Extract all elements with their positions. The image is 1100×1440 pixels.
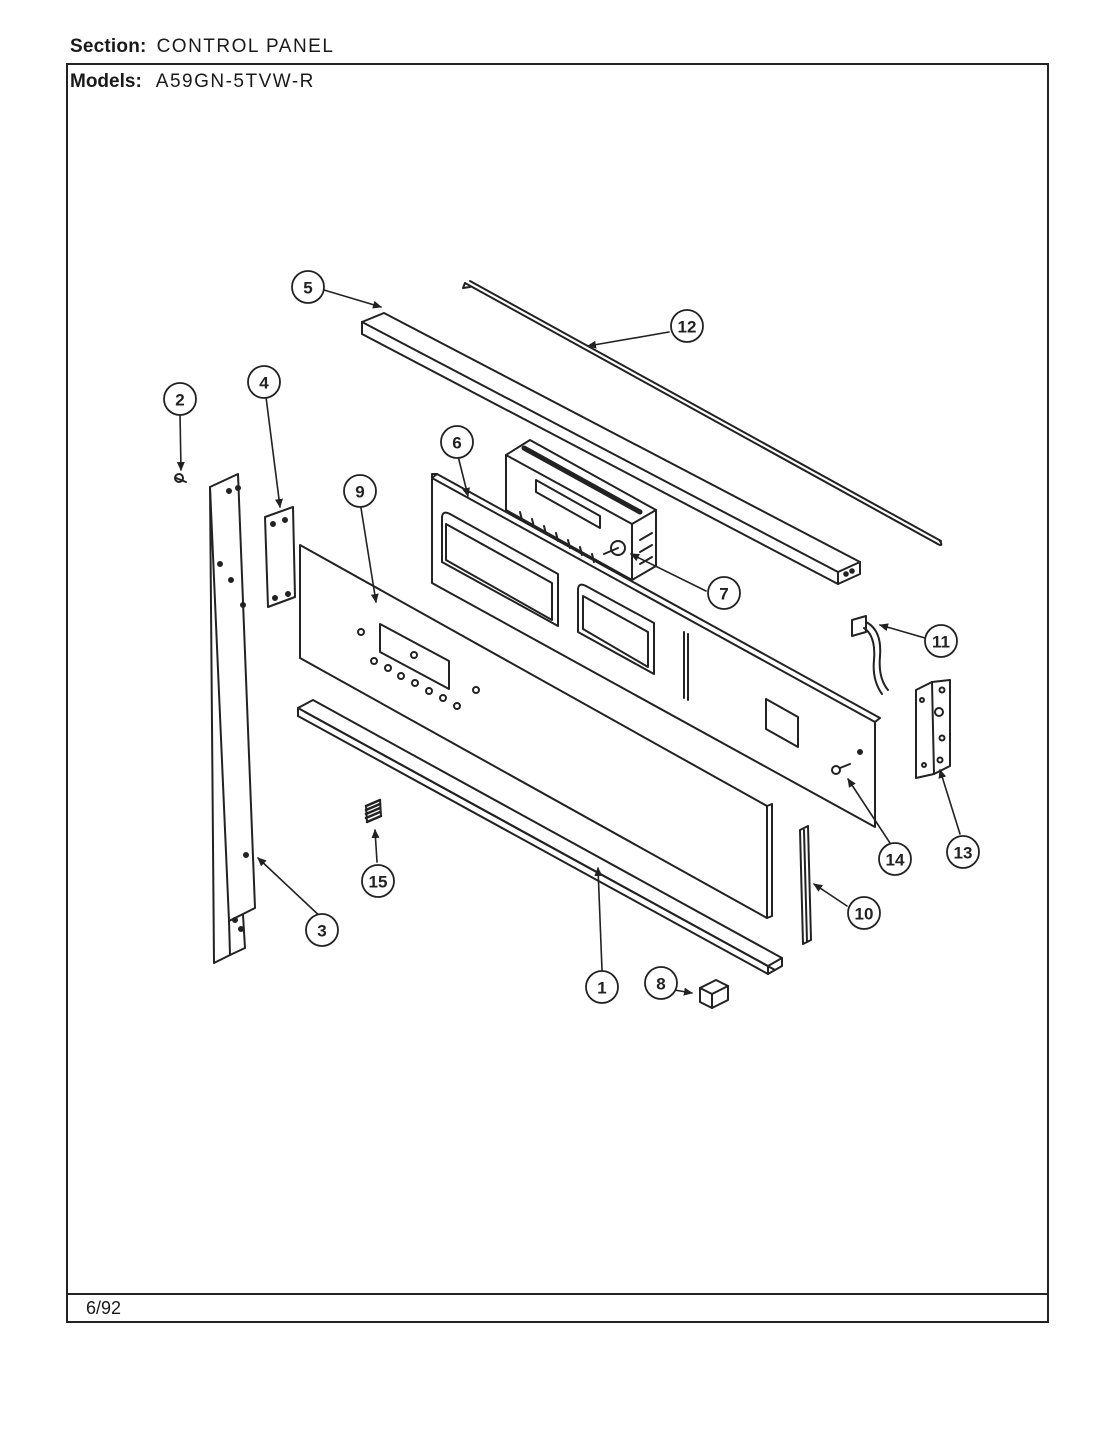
part-15-spring: [364, 798, 383, 824]
part-3-side-bracket: [209, 473, 256, 964]
leader-lines: [176, 289, 961, 996]
callout-number-14: 14: [886, 851, 905, 870]
callout-number-11: 11: [932, 633, 950, 652]
part-11-wire-harness: [851, 615, 889, 695]
callout-7: [707, 576, 741, 610]
callout-number-6: 6: [452, 434, 461, 453]
callout-12: [670, 309, 704, 343]
part-1-bottom-trim: [297, 699, 783, 975]
part-14-screw: [831, 763, 851, 775]
callout-number-3: 3: [317, 922, 326, 941]
part-12-rear-strip: [462, 280, 943, 547]
callout-5: [291, 270, 325, 304]
part-8-rocker-switch: [699, 979, 729, 1009]
callout-number-15: 15: [369, 873, 388, 892]
callout-15: [361, 864, 395, 898]
callout-3: [305, 913, 339, 947]
part-2-screw: [174, 473, 187, 483]
part-13-end-bracket: [915, 679, 951, 779]
callout-13: [946, 835, 980, 869]
callout-numbers: 1 2 3 4 5 6 7 8 9 10 11 12 13 14 15: [175, 279, 972, 998]
part-6-panel-frame: [431, 473, 881, 828]
part-4-mounting-plate: [264, 506, 296, 608]
callout-number-10: 10: [855, 905, 874, 924]
callout-number-8: 8: [656, 975, 665, 994]
section-heading: Section: CONTROL PANEL: [70, 36, 334, 58]
callout-number-2: 2: [175, 391, 184, 410]
part-5-top-trim: [361, 312, 861, 585]
models-heading: Models: A59GN-5TVW-R: [70, 71, 315, 93]
section-value: CONTROL PANEL: [156, 36, 335, 57]
callout-6: [440, 425, 474, 459]
callout-number-13: 13: [954, 844, 973, 863]
callout-10: [847, 896, 881, 930]
part-7-electronic-clock-control: [505, 439, 657, 581]
models-label: Models:: [70, 71, 142, 92]
callout-2: [163, 382, 197, 416]
callout-9: [343, 474, 377, 508]
models-value: A59GN-5TVW-R: [155, 71, 315, 92]
callout-number-9: 9: [355, 483, 364, 502]
footer-divider: [66, 1293, 1049, 1295]
part-10-side-strip: [799, 825, 812, 945]
callout-number-5: 5: [303, 279, 312, 298]
callout-14: [878, 842, 912, 876]
diagram-frame: [66, 63, 1049, 1323]
section-label: Section:: [70, 36, 147, 57]
callout-number-7: 7: [719, 585, 728, 604]
callout-bubbles: [163, 270, 980, 1004]
revision-date: 6/92: [86, 1298, 122, 1318]
callout-number-4: 4: [259, 374, 269, 393]
callout-1: [585, 970, 619, 1004]
callout-8: [644, 966, 678, 1000]
callout-number-12: 12: [678, 318, 697, 337]
callout-number-1: 1: [597, 979, 606, 998]
callout-11: [924, 624, 958, 658]
part-9-control-panel: [299, 544, 773, 919]
callout-4: [247, 365, 281, 399]
